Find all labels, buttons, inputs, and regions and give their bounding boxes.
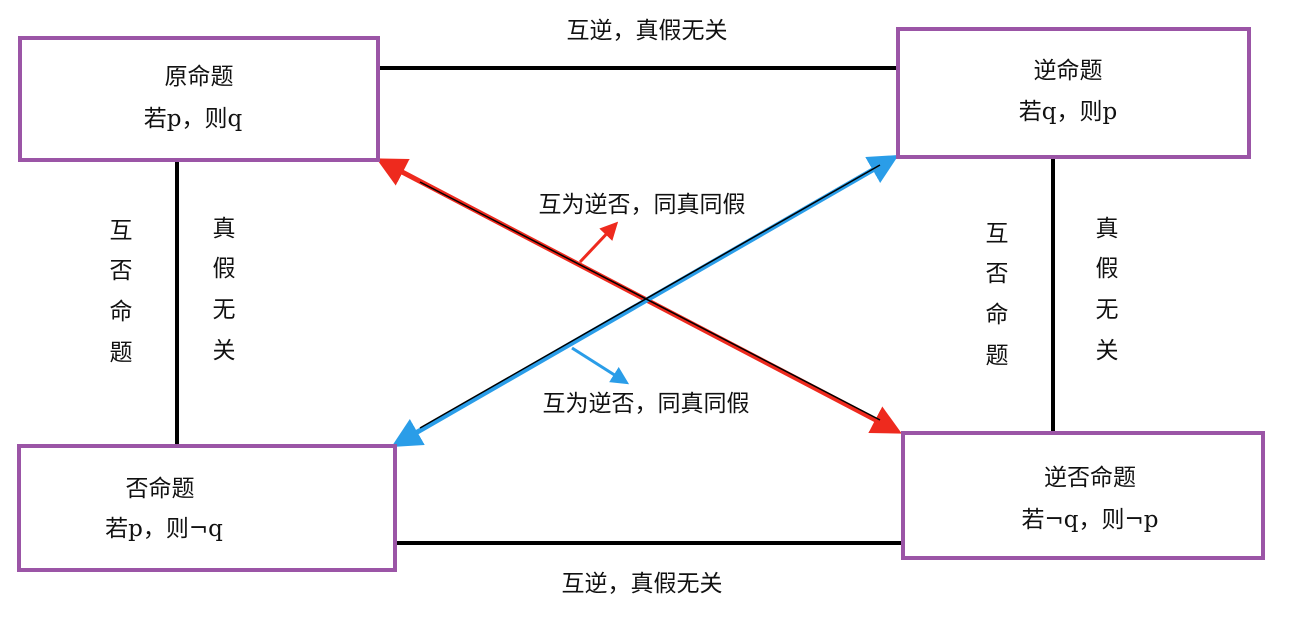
vertical-char: 题 (110, 340, 133, 366)
vertical-char: 假 (1096, 256, 1119, 282)
left-relation-label: 互 否 命 题 (110, 218, 133, 366)
blue-diagonal-label: 互为逆否，同真同假 (543, 391, 750, 417)
vertical-char: 无 (213, 297, 236, 323)
right-relation-label: 互 否 命 题 (986, 221, 1009, 369)
vertical-char: 否 (986, 261, 1009, 287)
box-original-title: 原命题 (165, 64, 234, 90)
vertical-char: 关 (1096, 338, 1119, 364)
vertical-char: 假 (213, 256, 236, 282)
red-pointer-arrow (578, 221, 619, 264)
vertical-char: 关 (213, 338, 236, 364)
box-contrapositive-title: 逆否命题 (1044, 465, 1136, 491)
vertical-char: 命 (110, 299, 133, 325)
box-inverse: 否命题 若p，则¬q (17, 444, 397, 572)
box-contrapositive-form: 若¬q，则¬p (1022, 507, 1159, 533)
red-diagonal-core (419, 181, 881, 421)
box-inverse-form: 若p，则¬q (105, 516, 223, 542)
box-inverse-title: 否命题 (126, 476, 195, 502)
vertical-char: 互 (986, 221, 1009, 247)
box-converse-form: 若q，则p (1019, 99, 1117, 125)
box-converse: 逆命题 若q，则p (896, 27, 1251, 159)
vertical-char: 真 (1096, 216, 1119, 242)
blue-diagonal-arrow (391, 155, 899, 447)
box-original-form: 若p，则q (144, 106, 243, 132)
vertical-char: 题 (986, 343, 1009, 369)
red-diagonal-label: 互为逆否，同真同假 (539, 192, 746, 218)
vertical-char: 否 (110, 258, 133, 284)
blue-pointer-arrow (571, 346, 630, 385)
blue-diagonal-core (419, 164, 881, 429)
box-contrapositive: 逆否命题 若¬q，则¬p (901, 431, 1265, 560)
vertical-char: 命 (986, 302, 1009, 328)
top-edge-label: 互逆，真假无关 (567, 18, 728, 44)
vertical-char: 真 (213, 216, 236, 242)
right-truth-label: 真 假 无 关 (1096, 216, 1119, 364)
vertical-char: 无 (1096, 297, 1119, 323)
vertical-char: 互 (110, 218, 133, 244)
bottom-edge-label: 互逆，真假无关 (562, 571, 723, 597)
box-original: 原命题 若p，则q (18, 36, 380, 162)
left-truth-label: 真 假 无 关 (213, 216, 236, 364)
box-converse-title: 逆命题 (1034, 58, 1103, 84)
